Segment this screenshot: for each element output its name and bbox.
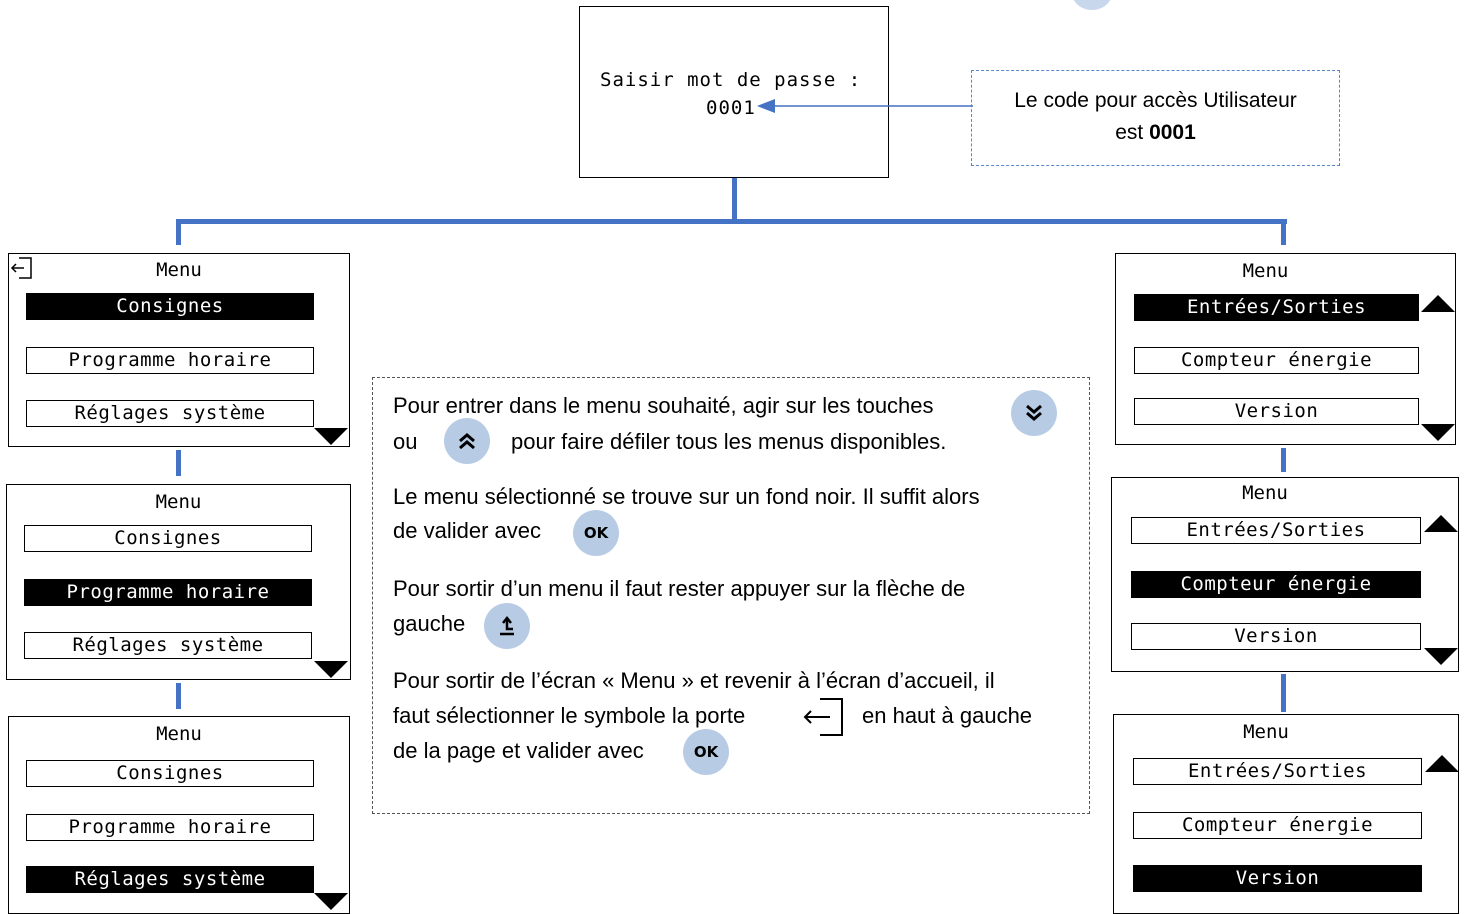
menu-screen-left-2: Menu Consignes Programme horaire Réglage… xyxy=(6,484,351,680)
menu-title: Menu xyxy=(156,259,202,281)
instr-p2-line2: de valider avec xyxy=(393,518,541,543)
instr-p4-line1: Pour sortir de l’écran « Menu » et reven… xyxy=(393,668,995,693)
chevron-double-down-icon xyxy=(1026,404,1042,421)
ok-button: OK xyxy=(683,729,729,775)
password-prompt: Saisir mot de passe : xyxy=(600,69,862,91)
menu-screen-left-1: Menu Consignes Programme horaire Réglage… xyxy=(8,253,350,447)
instr-p4-line2b: en haut à gauche xyxy=(862,703,1033,728)
connector-right-drop xyxy=(1281,219,1286,245)
password-screen: Saisir mot de passe : 0001 xyxy=(579,6,889,178)
password-callout: Le code pour accès Utilisateur est 0001 xyxy=(971,70,1340,166)
instr-p3-line2: gauche xyxy=(393,611,466,636)
exit-door-icon[interactable] xyxy=(10,256,34,280)
menu-screen-right-1: Menu Entrées/Sorties Compteur énergie Ve… xyxy=(1115,253,1456,445)
instr-p1-line1: Pour entrer dans le menu souhaité, agir … xyxy=(393,393,934,418)
connector-left-drop xyxy=(176,219,181,245)
connector-right-2-3 xyxy=(1281,674,1286,712)
menu-item-programme-horaire[interactable]: Programme horaire xyxy=(24,579,312,606)
connector-left-2-3 xyxy=(176,683,181,709)
menu-title: Menu xyxy=(1242,260,1289,282)
connector-left-1-2 xyxy=(176,450,181,476)
menu-screen-right-3: Menu Entrées/Sorties Compteur énergie Ve… xyxy=(1113,714,1459,914)
menu-title: Menu xyxy=(156,723,202,745)
menu-item-reglages-systeme[interactable]: Réglages système xyxy=(26,866,314,893)
menu-item-entrees-sorties[interactable]: Entrées/Sorties xyxy=(1134,294,1419,321)
callout-line2: est 0001 xyxy=(972,120,1339,146)
menu-item-version[interactable]: Version xyxy=(1134,398,1419,425)
scroll-down-triangle-icon[interactable] xyxy=(314,428,348,445)
password-code: 0001 xyxy=(706,97,756,119)
instr-p4-line2a: faut sélectionner le symbole la porte xyxy=(393,703,746,728)
scroll-up-triangle-icon[interactable] xyxy=(1424,515,1458,532)
scroll-up-triangle-icon[interactable] xyxy=(1421,295,1455,312)
menu-item-version[interactable]: Version xyxy=(1133,865,1422,892)
menu-item-entrees-sorties[interactable]: Entrées/Sorties xyxy=(1131,517,1421,544)
menu-item-version[interactable]: Version xyxy=(1131,623,1421,650)
instr-p1-line2: pour faire défiler tous les menus dispon… xyxy=(511,429,947,454)
menu-item-compteur-energie[interactable]: Compteur énergie xyxy=(1131,571,1421,598)
scroll-down-triangle-icon[interactable] xyxy=(1421,424,1455,441)
connector-right-1-2 xyxy=(1281,448,1286,472)
menu-title: Menu xyxy=(1242,482,1288,504)
menu-screen-left-3: Menu Consignes Programme horaire Réglage… xyxy=(8,716,350,914)
connector-trunk xyxy=(732,178,737,222)
menu-item-consignes[interactable]: Consignes xyxy=(26,760,314,787)
menu-item-consignes[interactable]: Consignes xyxy=(24,525,312,552)
menu-screen-right-2: Menu Entrées/Sorties Compteur énergie Ve… xyxy=(1111,477,1459,672)
cropped-button-icon xyxy=(1072,0,1112,10)
instructions-box xyxy=(372,377,1090,814)
menu-item-programme-horaire[interactable]: Programme horaire xyxy=(26,814,314,841)
instr-p2-line1: Le menu sélectionné se trouve sur un fon… xyxy=(393,484,980,509)
back-arrow-icon xyxy=(500,615,514,636)
scroll-down-triangle-icon[interactable] xyxy=(314,893,348,910)
scroll-up-triangle-icon[interactable] xyxy=(1425,755,1459,772)
callout-line2-prefix: est xyxy=(1115,121,1150,144)
scroll-down-button xyxy=(1011,390,1057,436)
callout-arrow xyxy=(757,99,973,113)
menu-item-compteur-energie[interactable]: Compteur énergie xyxy=(1133,812,1422,839)
callout-code: 0001 xyxy=(1149,121,1196,144)
menu-item-programme-horaire[interactable]: Programme horaire xyxy=(26,347,314,374)
menu-title: Menu xyxy=(1243,721,1289,743)
menu-item-reglages-systeme[interactable]: Réglages système xyxy=(26,400,314,427)
scroll-down-triangle-icon[interactable] xyxy=(314,661,348,678)
menu-item-reglages-systeme[interactable]: Réglages système xyxy=(24,632,312,659)
instr-p1-or: ou xyxy=(393,429,418,454)
instr-p4-line3: de la page et valider avec xyxy=(393,738,644,763)
ok-button-icon: OK xyxy=(693,743,719,761)
ok-button-icon: OK xyxy=(583,524,609,542)
menu-title: Menu xyxy=(155,491,202,513)
back-button xyxy=(484,603,530,649)
connector-horizontal xyxy=(176,219,1287,224)
instr-p3-line1: Pour sortir d’un menu il faut rester app… xyxy=(393,576,966,601)
menu-item-entrees-sorties[interactable]: Entrées/Sorties xyxy=(1133,758,1422,785)
menu-item-compteur-energie[interactable]: Compteur énergie xyxy=(1134,347,1419,374)
chevron-double-up-icon xyxy=(459,433,475,450)
scroll-up-button xyxy=(444,418,490,464)
menu-item-consignes[interactable]: Consignes xyxy=(26,293,314,320)
ok-button: OK xyxy=(573,510,619,556)
scroll-down-triangle-icon[interactable] xyxy=(1424,648,1458,665)
callout-line1: Le code pour accès Utilisateur xyxy=(1014,89,1297,112)
exit-door-icon xyxy=(803,698,843,736)
